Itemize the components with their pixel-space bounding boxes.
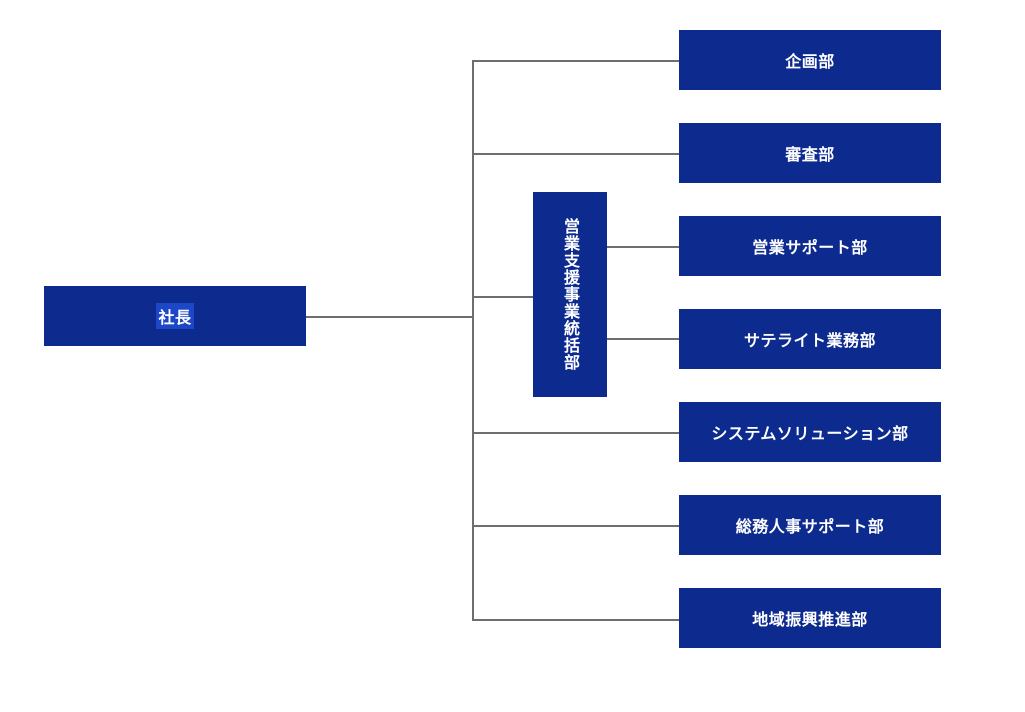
dept-label: システムソリューション部 — [711, 424, 909, 443]
ceo-box: 社長 — [44, 286, 306, 346]
dept-label: 企画部 — [785, 52, 835, 71]
dept-box-eigyo-support: 営業サポート部 — [679, 216, 941, 276]
dept-box-chiiki: 地域振興推進部 — [679, 588, 941, 648]
dept-box-shinsa: 審査部 — [679, 123, 941, 183]
sales-support-division-label: 営業支援事業統括部 — [561, 218, 580, 371]
dept-label: 地域振興推進部 — [752, 610, 868, 629]
ceo-label: 社長 — [156, 303, 194, 329]
dept-label: 営業サポート部 — [752, 238, 868, 257]
branch-shinsa — [472, 153, 679, 155]
dept-box-soumu-jinji: 総務人事サポート部 — [679, 495, 941, 555]
ceo-connector — [306, 316, 474, 318]
dept-box-kikaku: 企画部 — [679, 30, 941, 90]
dept-box-system-solution: システムソリューション部 — [679, 402, 941, 462]
branch-sales-support — [472, 296, 533, 298]
branch-soumu-jinji — [472, 525, 679, 527]
dept-label: 総務人事サポート部 — [735, 517, 885, 536]
branch-satellite — [607, 338, 679, 340]
dept-label: 審査部 — [785, 145, 835, 164]
dept-box-satellite: サテライト業務部 — [679, 309, 941, 369]
branch-chiiki — [472, 619, 679, 621]
branch-eigyo-support — [607, 246, 679, 248]
sales-support-division-box: 営業支援事業統括部 — [533, 192, 607, 397]
main-vertical-trunk — [472, 60, 474, 621]
branch-system-solution — [472, 432, 679, 434]
dept-label: サテライト業務部 — [743, 331, 876, 350]
branch-kikaku — [472, 60, 679, 62]
